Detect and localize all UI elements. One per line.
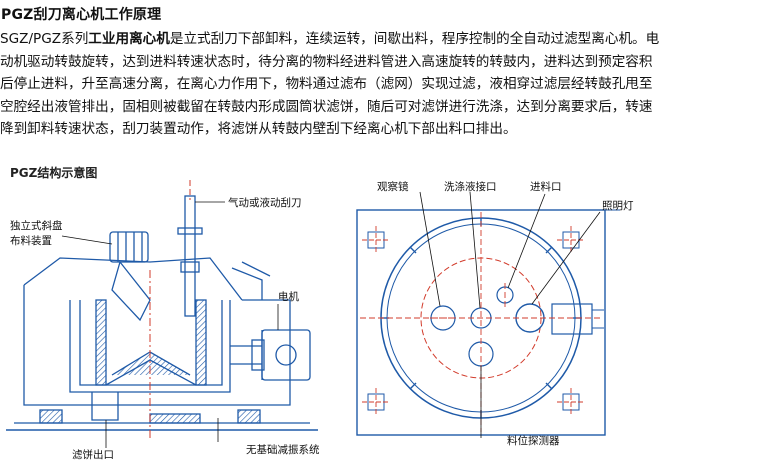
- label-distributor-1: 独立式斜盘: [10, 219, 63, 232]
- label-wash-port: 洗涤液接口: [444, 180, 497, 193]
- paragraph-line-1-start: SGZ/PGZ系列: [0, 31, 89, 47]
- label-feed-port: 进料口: [530, 180, 562, 193]
- paragraph-line-5: 降到卸料转速状态，刮刀装置动作，将滤饼从转鼓内壁刮下经离心机下部出料口排出。: [0, 121, 517, 137]
- industrial-centrifuge-link[interactable]: 工业用离心机: [88, 31, 170, 47]
- label-distributor-2: 布料装置: [10, 234, 52, 247]
- paragraph-line-4: 空腔经出液管排出，固相则被截留在转鼓内形成圆筒状滤饼，随后可对滤饼进行洗涤，达到…: [0, 98, 653, 115]
- description-paragraph: SGZ/PGZ系列工业用离心机是立式刮刀下部卸料，连续运转，间歇出料，程序控制的…: [0, 28, 773, 141]
- label-light: 照明灯: [602, 200, 634, 212]
- side-view-labels: 气动或液动刮刀 独立式斜盘 布料装置 电机 滤饼出口 无基础减振系统: [10, 196, 320, 460]
- top-view-diagram: [356, 209, 620, 436]
- paragraph-line-2: 动机驱动转鼓旋转，达到进料转速状态时，待分离的物料经进料管进入高速旋转的转鼓内，…: [0, 53, 653, 70]
- label-sight-glass: 观察镜: [377, 180, 409, 193]
- top-view-labels: 观察镜 洗涤液接口 进料口 照明灯 料位探测器: [377, 180, 634, 447]
- label-motor: 电机: [278, 290, 299, 303]
- label-damping: 无基础减振系统: [246, 443, 320, 456]
- figure-caption: PGZ结构示意图: [10, 166, 98, 180]
- paragraph-line-1-end: 是立式刮刀下部卸料，连续运转，间歇出料，程序控制的全自动过滤型离心机。电: [169, 31, 660, 47]
- label-scraper: 气动或液动刮刀: [228, 196, 302, 209]
- page-title: PGZ刮刀离心机工作原理: [1, 7, 162, 23]
- label-level-detector: 料位探测器: [507, 434, 560, 447]
- label-cake-outlet: 滤饼出口: [72, 448, 114, 460]
- side-view-diagram: [6, 195, 318, 431]
- paragraph-line-1: SGZ/PGZ系列工业用离心机是立式刮刀下部卸料，连续运转，间歇出料，程序控制的…: [0, 28, 773, 51]
- paragraph-line-3: 后停止进料，升至高速分离，在离心力作用下，物料通过滤布（滤网）实现过滤，液相穿过…: [0, 76, 653, 92]
